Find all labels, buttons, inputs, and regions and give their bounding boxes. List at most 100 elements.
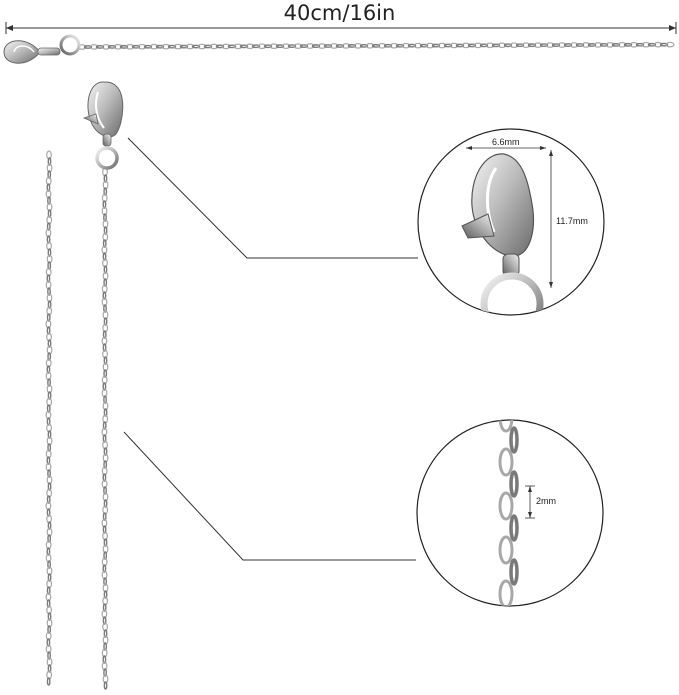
chain-link xyxy=(635,42,645,47)
chain-link xyxy=(527,43,537,48)
chain-link xyxy=(103,174,108,183)
chain-link xyxy=(101,44,111,50)
chain-link xyxy=(323,44,333,48)
chain-link xyxy=(498,535,514,565)
chain-link xyxy=(103,629,108,638)
chain-link xyxy=(46,638,51,647)
chain-link xyxy=(599,43,609,47)
chain-link xyxy=(491,43,501,48)
chain-link xyxy=(498,491,514,521)
chain-link xyxy=(275,44,285,49)
chain-link xyxy=(365,43,375,49)
chain-link xyxy=(103,447,108,456)
chain-link xyxy=(161,43,171,50)
chain-link xyxy=(46,495,51,504)
chain-link xyxy=(103,317,108,326)
chain-link xyxy=(47,378,51,387)
chain-link xyxy=(611,42,621,47)
chain-link xyxy=(103,408,108,417)
chain-link xyxy=(251,44,261,49)
chain-link xyxy=(103,304,107,313)
chain-link xyxy=(521,42,531,49)
chain-link xyxy=(103,499,108,508)
chain-link xyxy=(425,42,435,49)
chain-link xyxy=(103,226,108,235)
chain-link xyxy=(101,518,108,528)
chain-link xyxy=(473,42,483,49)
chain-link xyxy=(46,384,53,394)
chain-link xyxy=(102,330,107,339)
chain-link xyxy=(46,274,51,283)
chain-link xyxy=(102,603,107,612)
chain-link xyxy=(305,43,315,49)
chain-link xyxy=(179,44,189,49)
chain-link xyxy=(533,42,543,48)
chain-link xyxy=(47,170,52,179)
chain-link xyxy=(103,642,108,651)
chain-link xyxy=(587,43,597,47)
chain-link xyxy=(389,42,399,49)
chain-link xyxy=(89,44,99,50)
chain-link xyxy=(47,287,51,296)
chain-link xyxy=(101,648,108,658)
chain-link xyxy=(46,202,53,212)
chain-link xyxy=(46,475,53,485)
chain-link xyxy=(45,410,52,420)
chain-link xyxy=(101,427,108,437)
chain-link xyxy=(215,44,225,49)
chain-link xyxy=(239,44,249,49)
chain-link xyxy=(401,42,411,49)
chain-link xyxy=(103,278,108,287)
chain-link xyxy=(83,45,93,49)
chain-link xyxy=(45,319,52,329)
chain-link xyxy=(102,473,107,482)
chain-link xyxy=(173,43,183,50)
chain-link xyxy=(46,313,51,322)
chain-link xyxy=(509,470,519,498)
chain-link xyxy=(46,293,53,303)
chain-link xyxy=(102,421,107,430)
chain-link xyxy=(47,157,52,166)
chain-link xyxy=(317,43,327,49)
chain-link xyxy=(431,43,441,48)
chain-link xyxy=(167,44,177,49)
chain-link xyxy=(47,300,52,309)
chain-link xyxy=(103,551,108,560)
chain-link xyxy=(103,668,108,677)
chain-link xyxy=(46,586,51,595)
chain-link xyxy=(47,391,52,400)
chain-link xyxy=(227,44,237,49)
chain-link xyxy=(299,44,309,49)
chain-link xyxy=(47,651,52,660)
chain-link xyxy=(46,404,51,413)
chain-link xyxy=(503,43,513,48)
lobster-clasp-vertical xyxy=(82,81,124,170)
chain-link xyxy=(45,592,52,602)
chain-link xyxy=(102,564,107,573)
chain-link xyxy=(293,43,303,49)
chain-link xyxy=(281,43,291,49)
chain-link xyxy=(498,447,514,477)
chain-link xyxy=(102,239,107,248)
chain-link xyxy=(563,43,573,47)
chain-link xyxy=(102,512,107,521)
chain-link xyxy=(395,43,405,48)
chain-link xyxy=(245,43,255,50)
length-label: 40cm/16in xyxy=(283,1,396,25)
chain-link xyxy=(101,609,108,619)
chain-link xyxy=(377,42,387,49)
chain-link xyxy=(47,352,52,361)
chain-link xyxy=(347,44,357,48)
chain-link xyxy=(233,43,243,50)
chain-link xyxy=(101,557,108,567)
chain-link xyxy=(102,655,107,664)
chain-link xyxy=(45,449,52,459)
chain-link xyxy=(102,291,107,300)
chain-link xyxy=(45,228,52,238)
chain-link xyxy=(47,534,52,543)
chain-link xyxy=(383,43,393,48)
chain-link xyxy=(47,339,52,348)
chain-link xyxy=(539,43,549,48)
